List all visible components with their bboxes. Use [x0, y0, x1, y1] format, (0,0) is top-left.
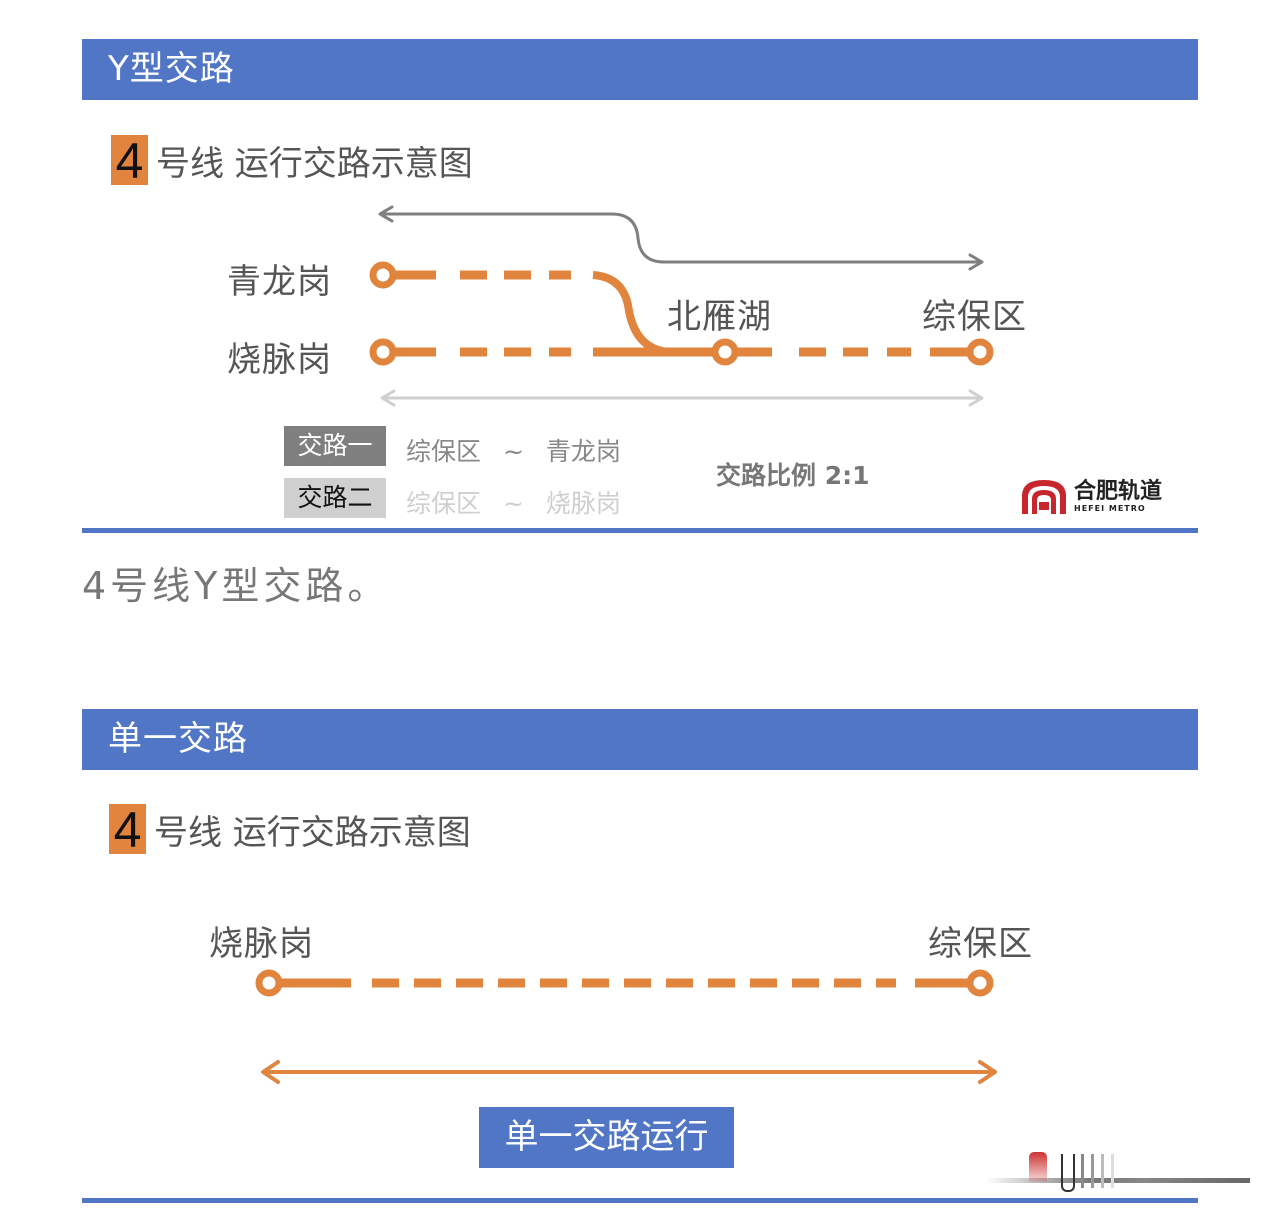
section-banner-y-route: Y型交路 [82, 39, 1198, 100]
station-zongbaoqu: 综保区 [922, 297, 1027, 337]
diagram-title: 号线 运行交路示意图 [154, 812, 471, 853]
route-ratio: 交路比例 2:1 [716, 461, 870, 490]
section-divider [82, 528, 1198, 533]
station-zongbaoqu: 综保区 [928, 924, 1033, 964]
legend-separator: ~ [502, 437, 524, 466]
station-beiyanhu: 北雁湖 [667, 297, 772, 337]
station-raomaigang: 烧脉岗 [227, 340, 332, 380]
legend-tag-route-two: 交路二 [284, 478, 386, 518]
legend-tag-route-one: 交路一 [284, 426, 386, 466]
station-qinglonggang: 青龙岗 [227, 262, 332, 302]
section-divider [82, 1198, 1198, 1203]
line-number-badge: 4 [111, 135, 148, 187]
legend-to: 青龙岗 [545, 437, 621, 466]
legend-route-one: 综保区 ~ 青龙岗 [406, 432, 621, 468]
single-route-label: 单一交路运行 [479, 1107, 734, 1168]
diagram-title: 号线 运行交路示意图 [156, 143, 473, 184]
diagram-heading: 4 号线 运行交路示意图 [109, 804, 471, 856]
logo-text-en: HEFEI METRO [1074, 503, 1146, 513]
legend-separator: ~ [502, 489, 524, 518]
caption: 4号线Y型交路。 [82, 564, 390, 608]
legend-to: 烧脉岗 [545, 489, 621, 518]
watermark [985, 1150, 1250, 1192]
station-raomaigang: 烧脉岗 [209, 924, 314, 964]
legend-from: 综保区 [406, 437, 482, 466]
section-banner-single-route: 单一交路 [82, 709, 1198, 770]
diagram-heading: 4 号线 运行交路示意图 [111, 135, 473, 187]
legend-from: 综保区 [406, 489, 482, 518]
legend-route-two: 综保区 ~ 烧脉岗 [406, 484, 621, 520]
metro-tunnel-icon [1022, 480, 1066, 514]
logo-text-cn: 合肥轨道 [1074, 478, 1163, 504]
line-number-badge: 4 [109, 804, 146, 856]
hefei-metro-logo: 合肥轨道 HEFEI METRO [1020, 478, 1162, 514]
